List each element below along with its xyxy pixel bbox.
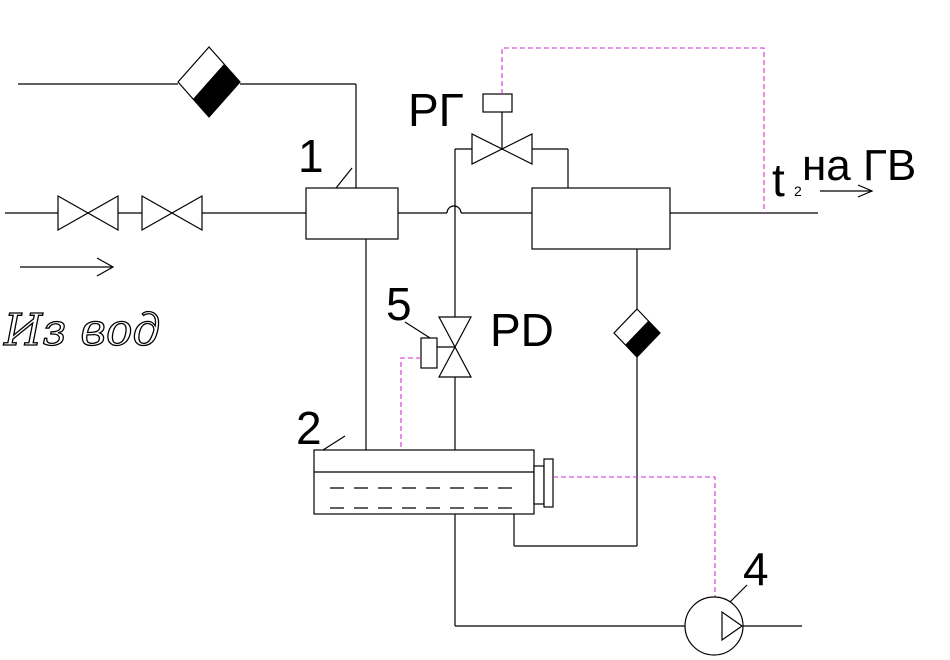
- storage-tank: [313, 449, 554, 515]
- rg-control-signal: [501, 47, 765, 213]
- inlet-valve-2: [141, 194, 203, 232]
- rg-bypass-line: [454, 148, 569, 317]
- right-return-line: [513, 249, 638, 547]
- right-check-element: [613, 308, 661, 358]
- rg-valve: [471, 93, 533, 165]
- rg-actuator: [482, 93, 513, 113]
- top-check-element: [177, 46, 241, 118]
- tank-leader: [322, 435, 346, 451]
- main-supply-line: [5, 205, 818, 214]
- label-t-sub: 2: [794, 183, 802, 199]
- label-pd: PD: [490, 304, 554, 356]
- label-5: 5: [386, 278, 412, 330]
- pd-control-signal: [400, 357, 421, 450]
- from-source-label: Из вод: [3, 305, 160, 356]
- inlet-flow-arrow: [20, 257, 115, 277]
- label-2: 2: [296, 402, 322, 454]
- component-1-box: [305, 187, 399, 240]
- pd-leader: [404, 321, 431, 339]
- inlet-valve-1: [57, 194, 119, 232]
- label-4: 4: [743, 543, 769, 595]
- label-to-gv: на ГВ: [802, 141, 916, 190]
- pump-leader: [729, 584, 748, 603]
- label-1: 1: [298, 130, 324, 182]
- pd-actuator: [420, 337, 438, 369]
- label-rg: РГ: [408, 84, 464, 136]
- pd-valve: [420, 316, 472, 378]
- heat-exchanger-box: [531, 187, 671, 250]
- top-return-line: [18, 83, 357, 188]
- circulation-pump: [684, 596, 744, 656]
- level-control-signal: [553, 476, 716, 600]
- outlet-flow-arrow: [820, 184, 874, 198]
- component-1-leader: [335, 167, 353, 189]
- label-t: t: [772, 154, 785, 206]
